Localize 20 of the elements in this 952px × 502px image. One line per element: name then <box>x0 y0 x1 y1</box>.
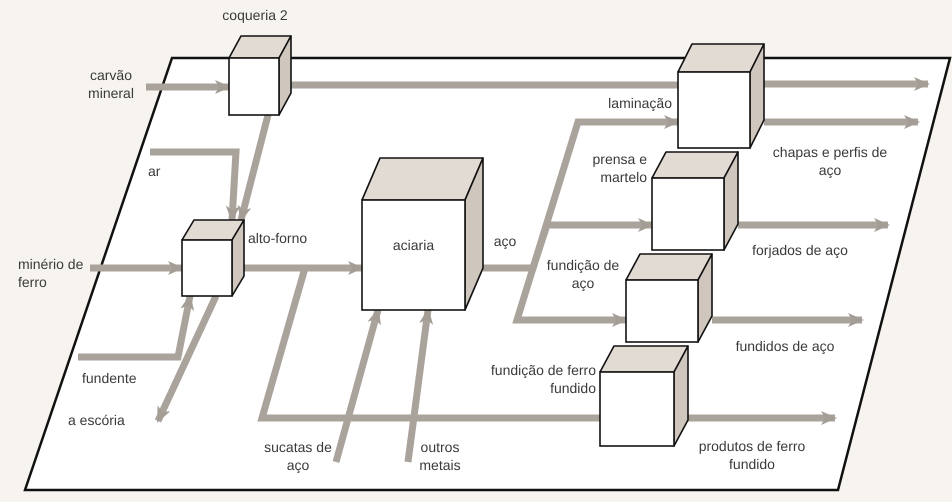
process-label: aciaria <box>392 236 436 254</box>
flow-arrow <box>238 114 272 222</box>
flow-arrow <box>150 148 240 222</box>
input-label: minério de ferro <box>18 255 90 295</box>
flow-arrow <box>738 218 890 232</box>
flow-arrow <box>764 77 930 91</box>
process-label: fundição de aço <box>546 256 620 292</box>
process-label: prensa e martelo <box>592 150 647 186</box>
flow-arrow <box>688 411 837 425</box>
process-label: fundição de ferro fundido <box>490 361 596 397</box>
input-label: outros metais <box>408 438 472 478</box>
process-label: alto-forno <box>248 229 308 247</box>
input-label: sucatas de aço <box>260 438 336 478</box>
flow-arrow <box>154 294 220 423</box>
process-label: laminação <box>607 94 672 112</box>
output-label: a escória <box>68 411 158 431</box>
input-label: carvão mineral <box>76 66 146 106</box>
flow-arrow <box>764 115 920 129</box>
process-label: coqueria 2 <box>221 6 289 24</box>
flow-arrow <box>712 313 864 327</box>
